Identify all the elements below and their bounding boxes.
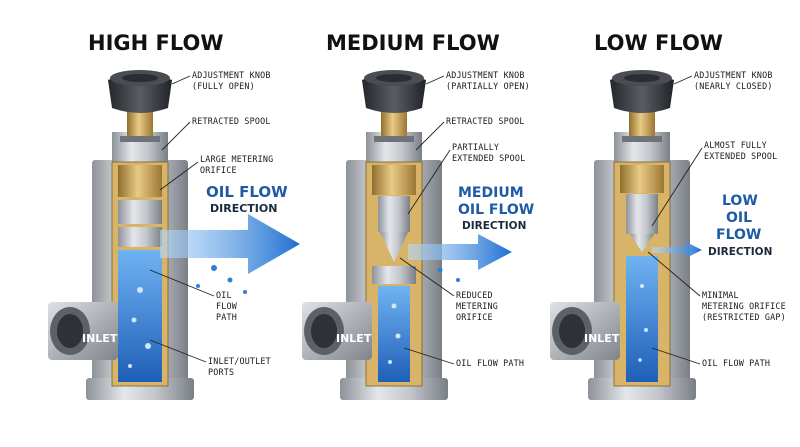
panel-high-flow: HIGH FLOW INLET bbox=[48, 31, 300, 400]
panel-title: LOW FLOW bbox=[594, 31, 723, 55]
adjustment-knob bbox=[108, 70, 172, 136]
inlet-label: INLET bbox=[82, 332, 118, 345]
panel-title: HIGH FLOW bbox=[88, 31, 224, 55]
panel-title: MEDIUM FLOW bbox=[326, 31, 500, 55]
flow-direction-text-3: FLOW bbox=[716, 227, 761, 243]
ports-label: OIL FLOW PATH bbox=[456, 358, 524, 368]
inlet-label: INLET bbox=[584, 332, 620, 345]
flow-arrow bbox=[638, 242, 702, 362]
inlet-port: INLET bbox=[302, 302, 372, 360]
callouts: ADJUSTMENT KNOB(FULLY OPEN) RETRACTED SP… bbox=[149, 70, 273, 377]
adjustment-knob bbox=[362, 70, 426, 136]
panel-medium-flow: MEDIUM FLOW INLET bbox=[302, 31, 534, 400]
flow-arrow bbox=[128, 214, 300, 368]
knob-label: ADJUSTMENT KNOB(NEARLY CLOSED) bbox=[694, 70, 773, 91]
spool-label: RETRACTED SPOOL bbox=[446, 116, 525, 126]
flow-direction-text: MEDIUM bbox=[458, 185, 524, 201]
oil-chamber bbox=[118, 250, 162, 382]
flow-direction-subtext: DIRECTION bbox=[210, 202, 277, 215]
flow-direction-text: LOW bbox=[722, 193, 758, 209]
knob-label: ADJUSTMENT KNOB(FULLY OPEN) bbox=[192, 70, 271, 91]
oil-chamber bbox=[626, 256, 658, 382]
flow-arrow bbox=[388, 234, 512, 364]
flow-direction-text-2: OIL FLOW bbox=[458, 202, 534, 218]
callouts: ADJUSTMENT KNOB(PARTIALLY OPEN) RETRACTE… bbox=[399, 70, 530, 368]
flow-direction-text: OIL FLOW bbox=[206, 183, 288, 201]
inlet-port: INLET bbox=[550, 302, 620, 360]
flow-direction-text-2: OIL bbox=[726, 210, 752, 226]
panel-low-flow: LOW FLOW INLET bbox=[550, 31, 786, 400]
adjustment-knob bbox=[610, 70, 674, 136]
oil-chamber bbox=[378, 286, 410, 382]
callouts: ADJUSTMENT KNOB(NEARLY CLOSED) ALMOST FU… bbox=[647, 70, 786, 368]
knob-label: ADJUSTMENT KNOB(PARTIALLY OPEN) bbox=[446, 70, 530, 91]
spool-label: RETRACTED SPOOL bbox=[192, 116, 271, 126]
flow-direction-subtext: DIRECTION bbox=[462, 220, 526, 232]
inlet-label: INLET bbox=[336, 332, 372, 345]
flow-direction-subtext: DIRECTION bbox=[708, 246, 772, 258]
ports-label: OIL FLOW PATH bbox=[702, 358, 770, 368]
inlet-port: INLET bbox=[48, 302, 118, 360]
